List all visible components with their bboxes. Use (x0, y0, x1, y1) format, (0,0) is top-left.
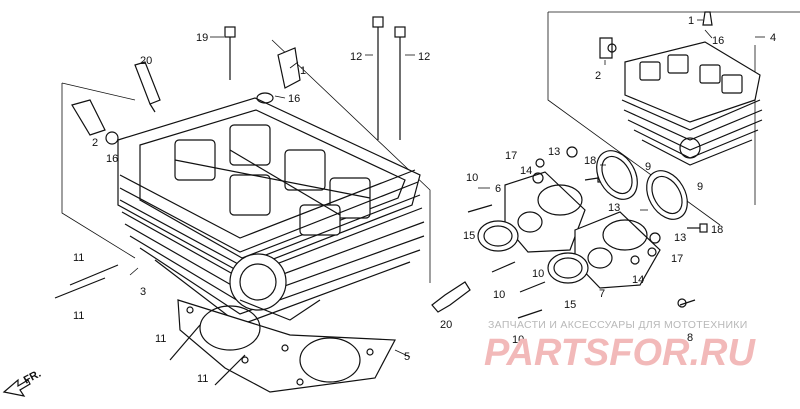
callout-12: 12 (418, 51, 430, 63)
callout-20: 20 (440, 319, 452, 331)
callout-14: 14 (632, 274, 644, 286)
callout-1: 1 (300, 65, 306, 77)
callout-8: 8 (687, 332, 693, 344)
callout-11: 11 (197, 373, 208, 385)
callout-2: 2 (92, 137, 98, 149)
head-gasket-drawing (177, 299, 396, 393)
watermark-tagline: ЗАПЧАСТИ И АКСЕССУАРЫ ДЛЯ МОТОТЕХНИКИ (488, 319, 748, 331)
callout-13: 13 (674, 232, 686, 244)
callout-10: 10 (466, 172, 478, 184)
leader-lines (129, 19, 765, 358)
callout-15: 15 (463, 230, 475, 242)
callout-labels: 19 1 20 16 2 16 12 12 1 16 2 4 17 13 14 … (73, 15, 776, 385)
intake-manifolds (477, 146, 696, 308)
bolts-and-studs (54, 16, 708, 386)
callout-9: 9 (697, 181, 703, 193)
callout-20: 20 (140, 55, 152, 67)
callout-10: 10 (532, 268, 544, 280)
front-arrow-icon (2, 378, 31, 397)
callout-1: 1 (688, 15, 694, 27)
callout-17: 17 (505, 150, 517, 162)
callout-11: 11 (73, 310, 84, 322)
callout-4: 4 (770, 32, 776, 44)
callout-9: 9 (645, 161, 651, 173)
front-direction-indicator: FR. (2, 368, 43, 397)
callout-13: 13 (608, 202, 620, 214)
callout-11: 11 (73, 252, 84, 264)
callout-16: 16 (712, 35, 724, 47)
callout-14: 14 (520, 165, 532, 177)
callout-12: 12 (350, 51, 362, 63)
callout-11: 11 (155, 333, 166, 345)
callout-3: 3 (140, 286, 146, 298)
callout-17: 17 (671, 253, 683, 265)
callout-6: 6 (495, 183, 501, 195)
callout-5: 5 (404, 351, 410, 363)
callout-18: 18 (584, 155, 596, 167)
callout-7: 7 (599, 288, 605, 300)
callout-18: 18 (711, 224, 723, 236)
callout-2: 2 (595, 70, 601, 82)
spark-plugs (134, 61, 471, 313)
front-label: FR. (22, 368, 43, 387)
callout-10: 10 (512, 334, 524, 346)
callout-15: 15 (564, 299, 576, 311)
callout-10: 10 (493, 289, 505, 301)
caps-and-fittings (71, 11, 713, 145)
callout-13: 13 (548, 146, 560, 158)
callout-16: 16 (106, 153, 118, 165)
callout-19: 19 (196, 32, 208, 44)
inset-cylinder-head-drawing (547, 11, 800, 226)
callout-16: 16 (288, 93, 300, 105)
watermark-brand: PARTSFOR.RU (484, 332, 756, 374)
cylinder-head-drawing (61, 39, 431, 326)
watermark: ЗАПЧАСТИ И АКСЕССУАРЫ ДЛЯ МОТОТЕХНИКИ PA… (484, 319, 756, 374)
